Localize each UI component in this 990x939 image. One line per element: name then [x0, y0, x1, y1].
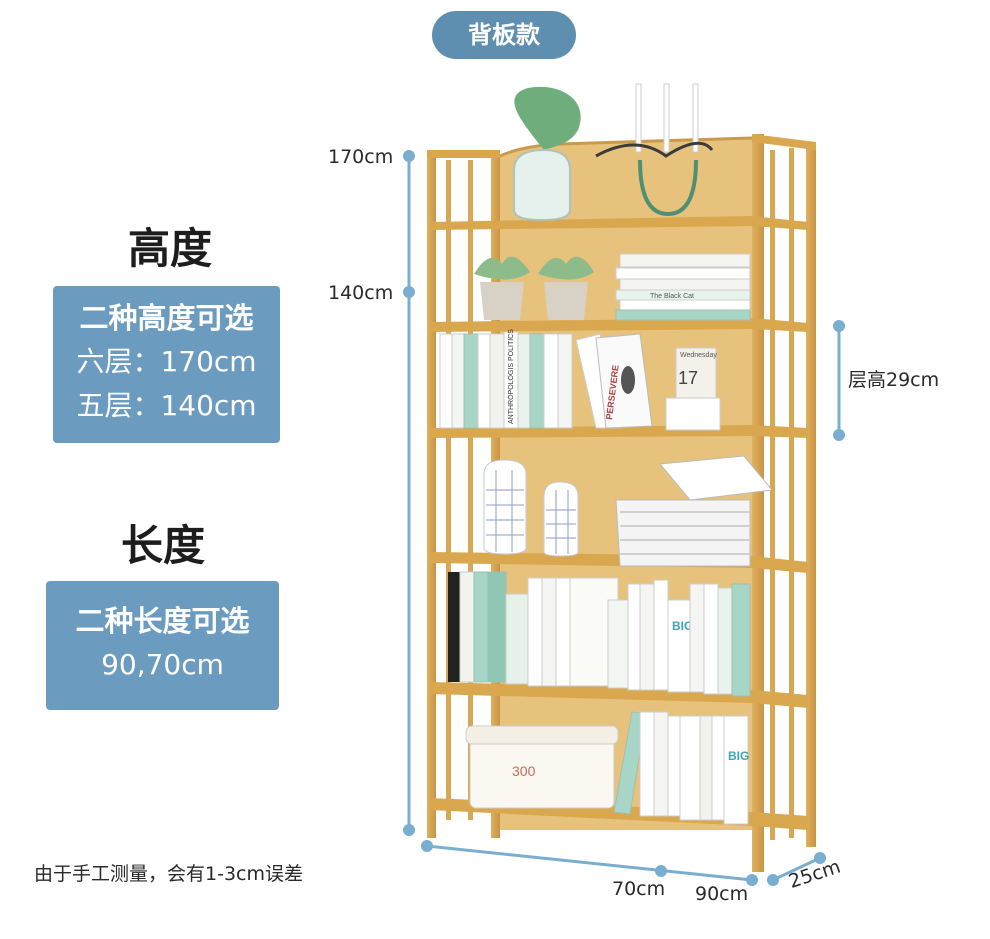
book-title-politics: ANTHROPOLOGIS POLITICS [508, 329, 515, 424]
book-title-big-lower: BIG [728, 749, 749, 763]
height-heading: 高度 [127, 224, 212, 273]
calendar-day-label: Wednesday [680, 352, 717, 359]
dimension-label-90cm: 90cm [695, 883, 749, 905]
length-options-title: 二种长度可选 [75, 604, 250, 638]
height-options-box: 二种高度可选 六层：170cm 五层：140cm [53, 286, 280, 443]
style-badge: 背板款 [432, 11, 576, 59]
height-options-title: 二种高度可选 [79, 301, 254, 335]
measurement-note: 由于手工测量，会有1-3cm误差 [34, 863, 303, 885]
width-dimension-line [421, 840, 758, 886]
height-option-six-tier: 六层：170cm [76, 345, 257, 378]
dimension-label-shelf-height: 层高29cm [848, 369, 940, 391]
wicker-basket-decor [615, 455, 773, 567]
desk-calendar-decor: Wednesday 17 [665, 347, 721, 431]
length-heading: 长度 [120, 521, 205, 570]
height-option-five-tier: 五层：140cm [76, 389, 257, 422]
books-row-fourth: BIG [448, 571, 751, 697]
ceramic-bottles-decor [483, 459, 579, 557]
book-title-big-upper: BIG [672, 619, 693, 633]
books-row-second: ANTHROPOLOGIS POLITICS PERSEVERE [439, 329, 653, 429]
succulent-pots-decor [474, 256, 594, 320]
storage-box-label: 300 [512, 763, 536, 779]
dimension-label-70cm: 70cm [612, 878, 666, 900]
dimension-label-170cm: 170cm [328, 146, 394, 168]
length-option-values: 90,70cm [101, 648, 224, 681]
book-title-black-cat: The Black Cat [650, 293, 694, 300]
stacked-books-top: The Black Cat [615, 253, 751, 321]
shelf-height-dimension-line [833, 320, 845, 441]
bookshelf-right-frame [752, 134, 816, 872]
dimension-label-140cm: 140cm [328, 282, 394, 304]
books-row-bottom: BIG [613, 711, 749, 825]
calendar-date: 17 [678, 368, 698, 388]
length-options-box: 二种长度可选 90,70cm [46, 581, 279, 710]
plant-vase-decor [513, 86, 581, 222]
candle-holder-decor [595, 83, 714, 217]
height-dimension-line [403, 150, 415, 836]
storage-box-decor: 300 [465, 725, 619, 809]
depth-dimension-line [767, 852, 826, 886]
